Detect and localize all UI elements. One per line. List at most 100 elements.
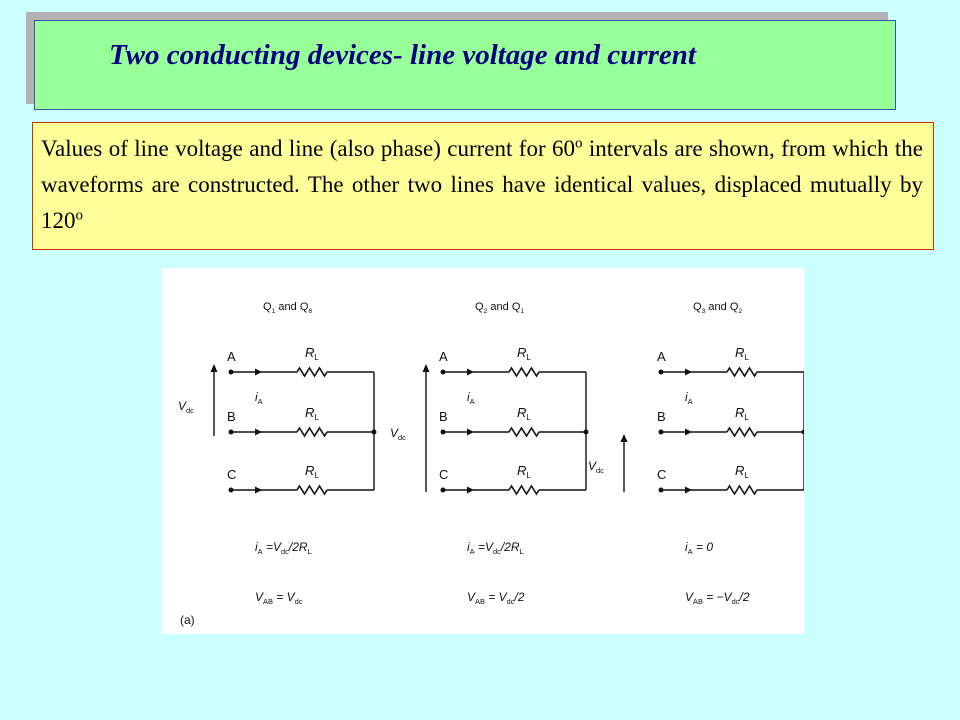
description-box: Values of line voltage and line (also ph…: [32, 122, 934, 250]
line-label: A: [439, 349, 448, 364]
desc-text-2: intervals are shown, from which the wave…: [41, 136, 923, 233]
line-label: B: [439, 409, 448, 424]
resistor: [508, 366, 540, 378]
current-label-part: i: [685, 390, 688, 404]
current-arrow: [255, 368, 262, 376]
current-arrow: [685, 428, 692, 436]
vdc-arrow-head: [620, 434, 628, 442]
panel-header-part: and Q: [487, 301, 520, 313]
current-label: iA: [255, 390, 263, 406]
eq-voltage-part: V: [255, 590, 264, 604]
line-label: B: [227, 409, 236, 424]
line-label: C: [439, 467, 448, 482]
resistor-label-part: L: [314, 413, 319, 422]
resistor: [296, 366, 328, 378]
panel-header-part: Q: [263, 301, 272, 313]
resistor-label-part: L: [744, 471, 749, 480]
panel-label: (a): [180, 613, 195, 627]
current-arrow: [685, 486, 692, 494]
panel-header: Q2 and Q1: [475, 301, 524, 315]
eq-current-part: L: [308, 547, 312, 556]
resistor-label: RL: [517, 463, 531, 480]
eq-voltage-part: V: [467, 590, 476, 604]
current-label: iA: [467, 390, 475, 406]
current-label-part: i: [255, 390, 258, 404]
panel-header-part: 3: [702, 308, 706, 315]
eq-current-part: dc: [281, 547, 289, 556]
neutral-node: [371, 429, 377, 435]
current-label-part: A: [470, 397, 475, 406]
vdc-label: Vdc: [588, 459, 604, 475]
eq-voltage-part: = −V: [703, 590, 733, 604]
current-label-part: A: [688, 397, 693, 406]
resistor-label-part: R: [517, 405, 526, 420]
line-label: B: [657, 409, 666, 424]
eq-current-part: i: [467, 540, 470, 554]
resistor-label-part: R: [735, 463, 744, 478]
resistor-label-part: L: [314, 353, 319, 362]
panel-header-part: and Q: [275, 301, 308, 313]
panel-header-part: 6: [308, 308, 312, 315]
eq-voltage-part: = V: [485, 590, 508, 604]
vdc-label: Vdc: [178, 399, 194, 415]
vdc-label-part: dc: [398, 433, 406, 442]
eq-current-part: A: [688, 547, 693, 556]
resistor-label: RL: [517, 405, 531, 422]
resistor-label: RL: [735, 405, 749, 422]
eq-voltage-part: dc: [732, 597, 740, 606]
resistor: [296, 484, 328, 496]
vdc-label-part: dc: [596, 466, 604, 475]
eq-current-part: L: [520, 547, 524, 556]
current-arrow: [467, 486, 474, 494]
panel-header-part: 2: [738, 308, 742, 315]
slide-title: Two conducting devices- line voltage and…: [109, 39, 696, 71]
resistor-label-part: R: [517, 345, 526, 360]
eq-voltage-part: /2: [513, 590, 524, 604]
resistor-label-part: R: [517, 463, 526, 478]
panel-header-part: and Q: [705, 301, 738, 313]
resistor-label-part: L: [526, 353, 531, 362]
resistor: [296, 426, 328, 438]
eq-voltage-part: V: [685, 590, 694, 604]
panel-header-part: 1: [520, 308, 524, 315]
current-label-part: A: [258, 397, 263, 406]
vdc-arrow-head: [210, 364, 218, 372]
resistor-label-part: R: [305, 405, 314, 420]
vdc-label-part: dc: [186, 406, 194, 415]
title-box: Two conducting devices- line voltage and…: [34, 20, 896, 110]
panel-header-part: 2: [484, 308, 488, 315]
eq-current-part: =V: [263, 540, 282, 554]
current-arrow: [467, 368, 474, 376]
degree-sup-2: o: [75, 207, 84, 224]
eq-voltage-part: dc: [295, 597, 303, 606]
degree-sup-1: o: [575, 135, 583, 152]
eq-voltage: VAB = Vdc: [255, 590, 303, 606]
panel-header-part: Q: [475, 301, 484, 313]
line-label: A: [657, 349, 666, 364]
eq-voltage-part: /2: [738, 590, 749, 604]
resistor-label-part: L: [526, 413, 531, 422]
line-label: C: [227, 467, 236, 482]
eq-voltage-part: = V: [273, 590, 296, 604]
current-arrow: [467, 428, 474, 436]
eq-current-part: A: [258, 547, 263, 556]
eq-current-part: dc: [493, 547, 501, 556]
resistor-label: RL: [305, 463, 319, 480]
eq-current-part: i: [255, 540, 258, 554]
eq-voltage-part: AB: [693, 597, 703, 606]
vdc-label-part: V: [588, 459, 597, 473]
current-arrow: [685, 368, 692, 376]
resistor-label-part: L: [744, 413, 749, 422]
resistor-label: RL: [305, 345, 319, 362]
resistor-label-part: R: [305, 463, 314, 478]
vdc-label-part: V: [178, 399, 187, 413]
eq-current-part: i: [685, 540, 688, 554]
panel-header-part: 1: [272, 308, 276, 315]
eq-current-part: /2R: [288, 540, 308, 554]
resistor-label-part: R: [305, 345, 314, 360]
current-label: iA: [685, 390, 693, 406]
